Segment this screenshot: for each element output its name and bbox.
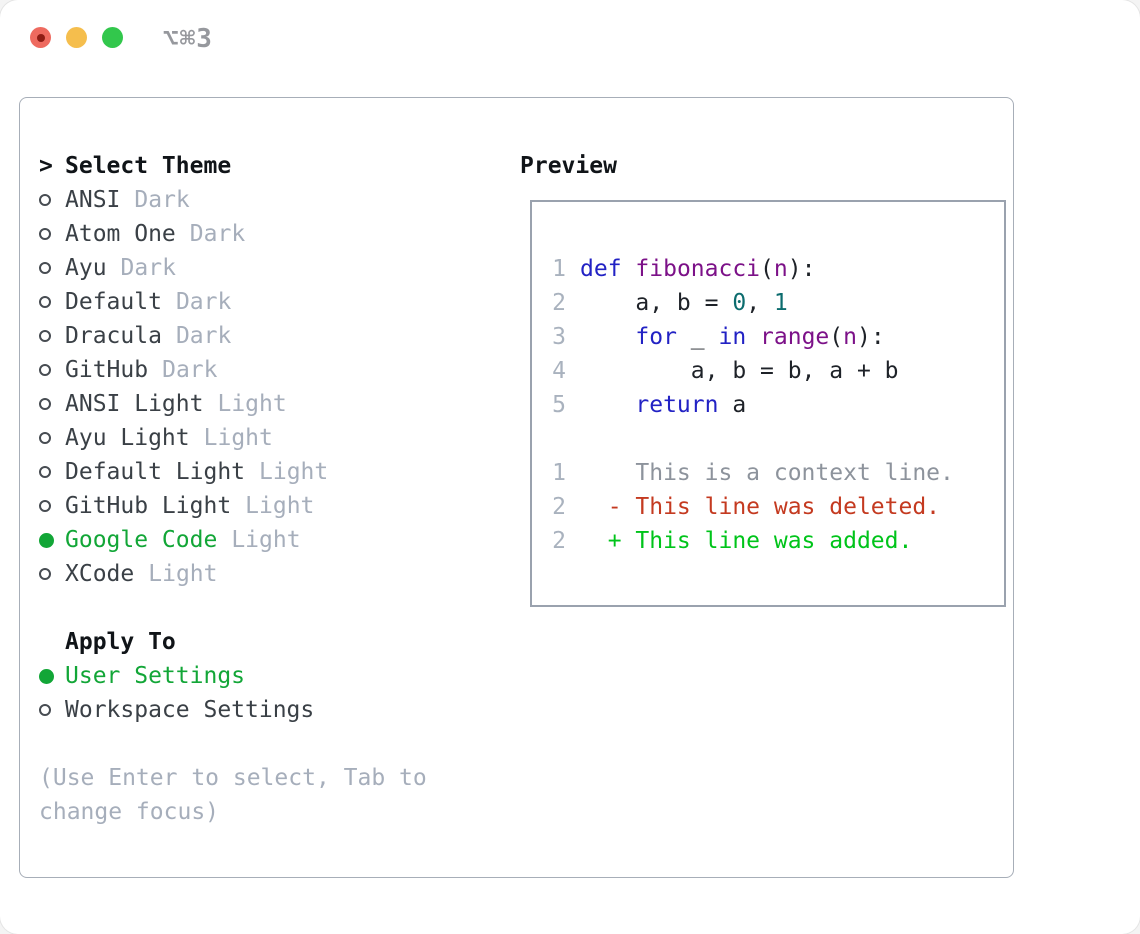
- select-theme-title: Select Theme: [65, 153, 232, 179]
- theme-option-ansi[interactable]: ANSI Dark: [39, 183, 499, 217]
- theme-option-atom-one[interactable]: Atom One Dark: [39, 217, 499, 251]
- theme-name: Ayu Light: [65, 425, 190, 451]
- theme-variant: Dark: [175, 289, 232, 315]
- theme-option-default-light[interactable]: Default Light Light: [39, 455, 499, 489]
- theme-name: Atom One: [65, 221, 176, 247]
- line-number: 4: [552, 358, 566, 384]
- theme-variant: Dark: [120, 255, 176, 281]
- titlebar: ⌥⌘3: [0, 0, 1140, 97]
- theme-name: ANSI: [65, 187, 121, 213]
- apply-to-title: Apply To: [65, 629, 176, 655]
- radio-icon: [39, 364, 51, 376]
- theme-variant: Light: [245, 493, 315, 519]
- theme-option-github[interactable]: GitHub Dark: [39, 353, 499, 387]
- close-button[interactable]: [30, 27, 51, 48]
- radio-icon: [39, 704, 51, 716]
- code-diff-gap: [552, 422, 1004, 456]
- apply-option-workspace-settings[interactable]: Workspace Settings: [39, 693, 499, 727]
- theme-variant: Light: [148, 561, 218, 587]
- line-number: 5: [552, 392, 566, 418]
- window-title: ⌥⌘3: [163, 24, 213, 54]
- diff-line-added: 2 + This line was added.: [552, 528, 913, 554]
- line-number: 1: [552, 460, 566, 486]
- theme-option-github-light[interactable]: GitHub Light Light: [39, 489, 499, 523]
- radio-icon: [39, 432, 51, 444]
- radio-icon: [39, 398, 51, 410]
- theme-variant: Light: [259, 459, 329, 485]
- theme-name: Default: [65, 289, 162, 315]
- hint-text: (Use Enter to select, Tab to change focu…: [39, 765, 427, 825]
- theme-option-ayu-light[interactable]: Ayu Light Light: [39, 421, 499, 455]
- radio-icon: [39, 330, 51, 342]
- diff-line-deleted: 2 - This line was deleted.: [552, 494, 941, 520]
- line-number: 2: [552, 528, 566, 554]
- theme-name: GitHub Light: [65, 493, 232, 519]
- theme-variant: Light: [231, 527, 301, 553]
- line-number: 3: [552, 324, 566, 350]
- radio-icon: [39, 568, 51, 580]
- apply-to-header: Apply To: [39, 625, 499, 659]
- radio-icon: [39, 194, 51, 206]
- code-line: 3 for _ in range(n):: [552, 324, 885, 350]
- line-number: 1: [552, 256, 566, 282]
- theme-name: XCode: [65, 561, 135, 587]
- select-theme-header: > Select Theme: [39, 149, 499, 183]
- code-line: 4 a, b = b, a + b: [552, 358, 899, 384]
- code-line: 2 a, b = 0, 1: [552, 290, 788, 316]
- radio-icon: [39, 466, 51, 478]
- apply-option-label: Workspace Settings: [65, 697, 315, 723]
- line-number: 2: [552, 290, 566, 316]
- theme-option-ansi-light[interactable]: ANSI Light Light: [39, 387, 499, 421]
- line-number: 2: [552, 494, 566, 520]
- theme-variant: Dark: [175, 323, 232, 349]
- prompt-caret: >: [39, 153, 53, 179]
- theme-name: Ayu: [65, 255, 107, 281]
- preview-header: Preview: [520, 153, 617, 179]
- theme-option-ayu[interactable]: Ayu Dark: [39, 251, 499, 285]
- close-dot-icon: [36, 33, 45, 42]
- theme-variant: Dark: [134, 187, 190, 213]
- theme-option-dracula[interactable]: Dracula Dark: [39, 319, 499, 353]
- theme-variant: Dark: [189, 221, 246, 247]
- radio-icon: [39, 228, 51, 240]
- radio-selected-icon: [39, 532, 54, 548]
- radio-icon: [39, 262, 51, 274]
- radio-selected-icon: [39, 668, 54, 684]
- theme-option-default[interactable]: Default Dark: [39, 285, 499, 319]
- diff-line-context: 1 This is a context line.: [552, 460, 954, 486]
- theme-name: Default Light: [65, 459, 246, 485]
- radio-icon: [39, 500, 51, 512]
- theme-name: ANSI Light: [65, 391, 204, 417]
- diff-block: 1 This is a context line. 2 - This line w…: [552, 456, 1004, 558]
- apply-option-user-settings[interactable]: User Settings: [39, 659, 499, 693]
- theme-variant: Light: [203, 425, 273, 451]
- radio-icon: [39, 296, 51, 308]
- maximize-button[interactable]: [102, 27, 123, 48]
- minimize-button[interactable]: [66, 27, 87, 48]
- theme-name: Dracula: [65, 323, 162, 349]
- theme-name: Google Code: [65, 527, 218, 553]
- theme-variant: Light: [217, 391, 287, 417]
- theme-variant: Dark: [162, 357, 218, 383]
- theme-name: GitHub: [65, 357, 149, 383]
- code-line: 5 return a: [552, 392, 747, 418]
- apply-option-label: User Settings: [65, 663, 246, 689]
- theme-option-google-code[interactable]: Google Code Light: [39, 523, 499, 557]
- theme-option-xcode[interactable]: XCode Light: [39, 557, 499, 591]
